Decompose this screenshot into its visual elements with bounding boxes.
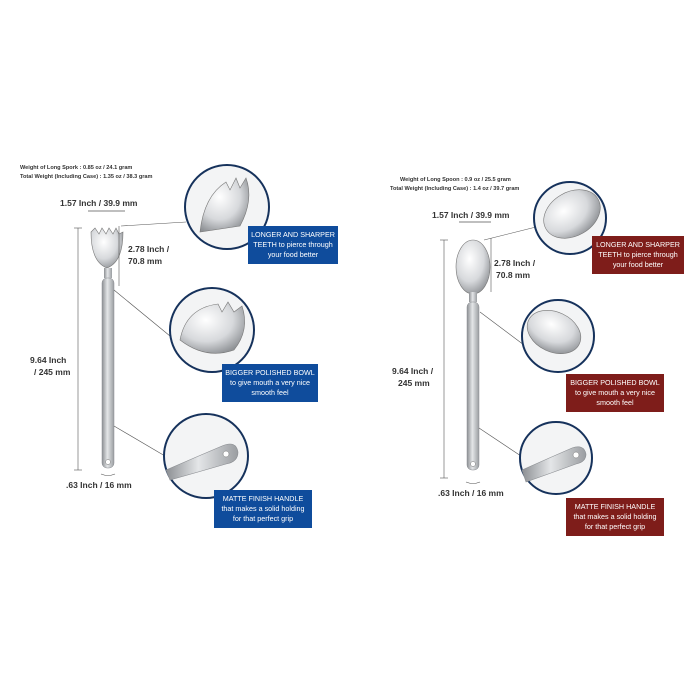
callout-text: your food better	[612, 260, 664, 269]
callout-text: your food better	[267, 250, 319, 259]
callout-text: for that perfect grip	[232, 514, 294, 523]
right-callout-handle: MATTE FINISH HANDLE that makes a solid h…	[566, 498, 664, 536]
left-weight-line-2: Total Weight (Including Case) : 1.35 oz …	[20, 174, 153, 180]
callout-text: to give mouth a very nice	[575, 388, 655, 397]
callout-heading: TEETH	[253, 240, 277, 249]
callout-heading: BIGGER POLISHED BOWL	[225, 368, 315, 377]
callout-heading: MATTE FINISH HANDLE	[574, 502, 656, 511]
callout-text: that makes a solid holding	[221, 504, 305, 513]
right-dim-length-1: 9.64 Inch /	[392, 366, 434, 376]
callout-text: smooth feel	[596, 398, 634, 407]
left-callout-teeth: LONGER AND SHARPER TEETH to pierce throu…	[248, 226, 338, 264]
callout-text: that makes a solid holding	[573, 512, 657, 521]
right-weight-line-2: Total Weight (Including Case) : 1.4 oz /…	[390, 186, 520, 192]
left-callout-handle: MATTE FINISH HANDLE that makes a solid h…	[214, 490, 312, 528]
right-spoon-drawing	[440, 181, 607, 495]
right-dim-head-1: 2.78 Inch /	[494, 258, 536, 268]
right-callout-bowl: BIGGER POLISHED BOWL to give mouth a ver…	[566, 374, 664, 412]
right-dim-length-2: 245 mm	[398, 378, 430, 388]
callout-text: for that perfect grip	[584, 522, 646, 531]
left-dim-width: 1.57 Inch / 39.9 mm	[60, 198, 138, 208]
right-dim-handle: .63 Inch / 16 mm	[438, 488, 504, 498]
right-dim-head-2: 70.8 mm	[496, 270, 531, 280]
callout-heading: LONGER AND SHARPER	[251, 230, 335, 239]
right-weight-line-1: Weight of Long Spoon : 0.9 oz / 25.5 gra…	[400, 177, 511, 183]
left-dim-head-1: 2.78 Inch /	[128, 244, 170, 254]
callout-heading: TEETH	[598, 250, 622, 259]
callout-text: to pierce through	[276, 240, 333, 249]
callout-text: to give mouth a very nice	[230, 378, 310, 387]
right-callout-teeth: LONGER AND SHARPER TEETH to pierce throu…	[592, 236, 684, 274]
right-dim-width: 1.57 Inch / 39.9 mm	[432, 210, 510, 220]
left-dim-length-2: / 245 mm	[34, 367, 71, 377]
callout-heading: BIGGER POLISHED BOWL	[570, 378, 660, 387]
callout-text: to pierce through	[621, 250, 678, 259]
callout-heading: LONGER AND SHARPER	[596, 240, 680, 249]
left-spork-drawing	[74, 164, 270, 499]
callout-text: smooth feel	[251, 388, 289, 397]
left-callout-bowl: BIGGER POLISHED BOWL to give mouth a ver…	[222, 364, 318, 402]
left-dim-head-2: 70.8 mm	[128, 256, 163, 266]
left-dim-length-1: 9.64 Inch	[30, 355, 67, 365]
callout-heading: MATTE FINISH HANDLE	[222, 494, 304, 503]
left-dim-handle: .63 Inch / 16 mm	[66, 480, 132, 490]
left-weight-line-1: Weight of Long Spork : 0.85 oz / 24.1 gr…	[20, 165, 133, 171]
